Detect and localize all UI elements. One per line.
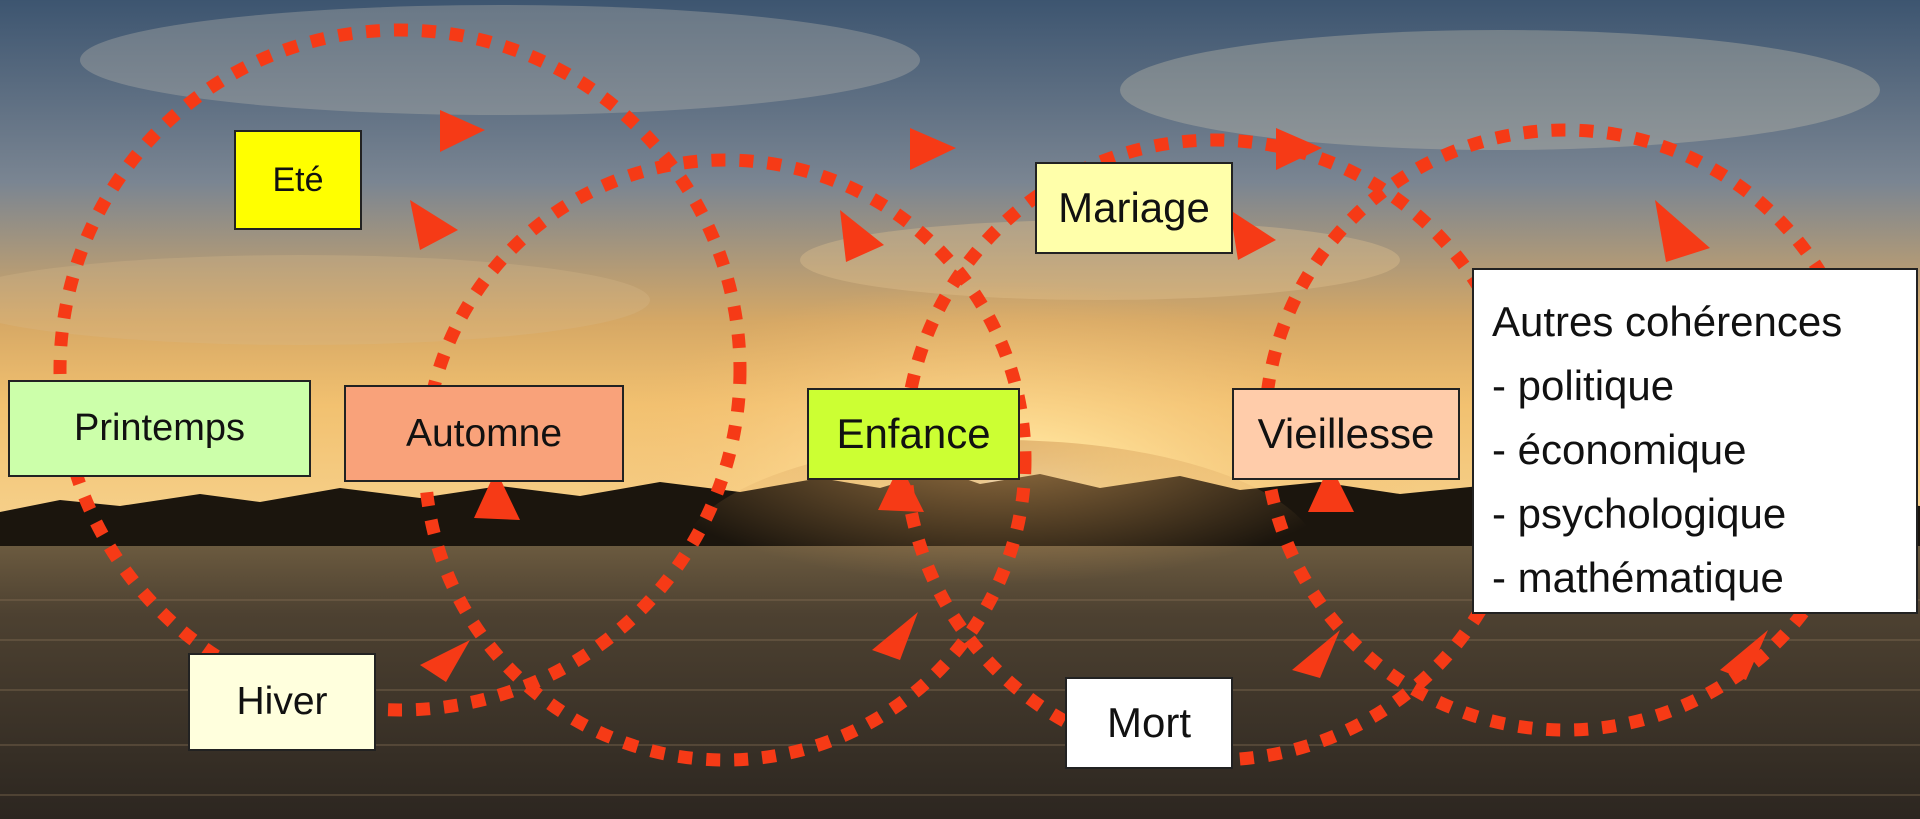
arrowhead [1308,464,1354,512]
arrowhead [840,210,884,262]
node-vieillesse: Vieillesse [1232,388,1460,480]
arrowhead [872,612,918,660]
arrowhead [440,110,485,152]
node-mariage: Mariage [1035,162,1233,254]
arrowhead [474,470,520,520]
other-coherences-item: - psychologique [1492,490,1787,537]
arrowhead [1655,200,1710,262]
cloud [80,5,920,115]
node-ete: Eté [234,130,362,230]
other-coherences-item: - mathématique [1492,554,1784,601]
cloud [0,255,650,345]
water-reflection [680,440,1320,680]
arrowhead [1230,210,1276,260]
arrowhead [410,200,458,250]
seasons-cycle-outer [53,23,747,717]
cloud [1120,30,1880,150]
other-coherences-title: Autres cohérences [1492,298,1843,345]
other-coherences-item: - économique [1492,426,1747,473]
arrowheads [410,110,1768,682]
node-automne: Automne [344,385,624,482]
arrowhead [910,128,956,170]
other-coherences-item: - politique [1492,362,1675,409]
other-coherences-box: Autres cohérences - politique - économiq… [1472,268,1918,614]
arrowhead [420,640,470,682]
node-mort: Mort [1065,677,1233,769]
arrowhead [1292,630,1340,678]
other-coherences-list: - politique - économique - psychologique… [1492,354,1906,610]
arrowhead [1720,630,1768,680]
arrowhead [1276,128,1322,170]
node-hiver: Hiver [188,653,376,751]
node-enfance: Enfance [807,388,1020,480]
arrowhead [878,464,924,512]
node-printemps: Printemps [8,380,311,477]
seasons-cycle-inner [418,153,1032,767]
